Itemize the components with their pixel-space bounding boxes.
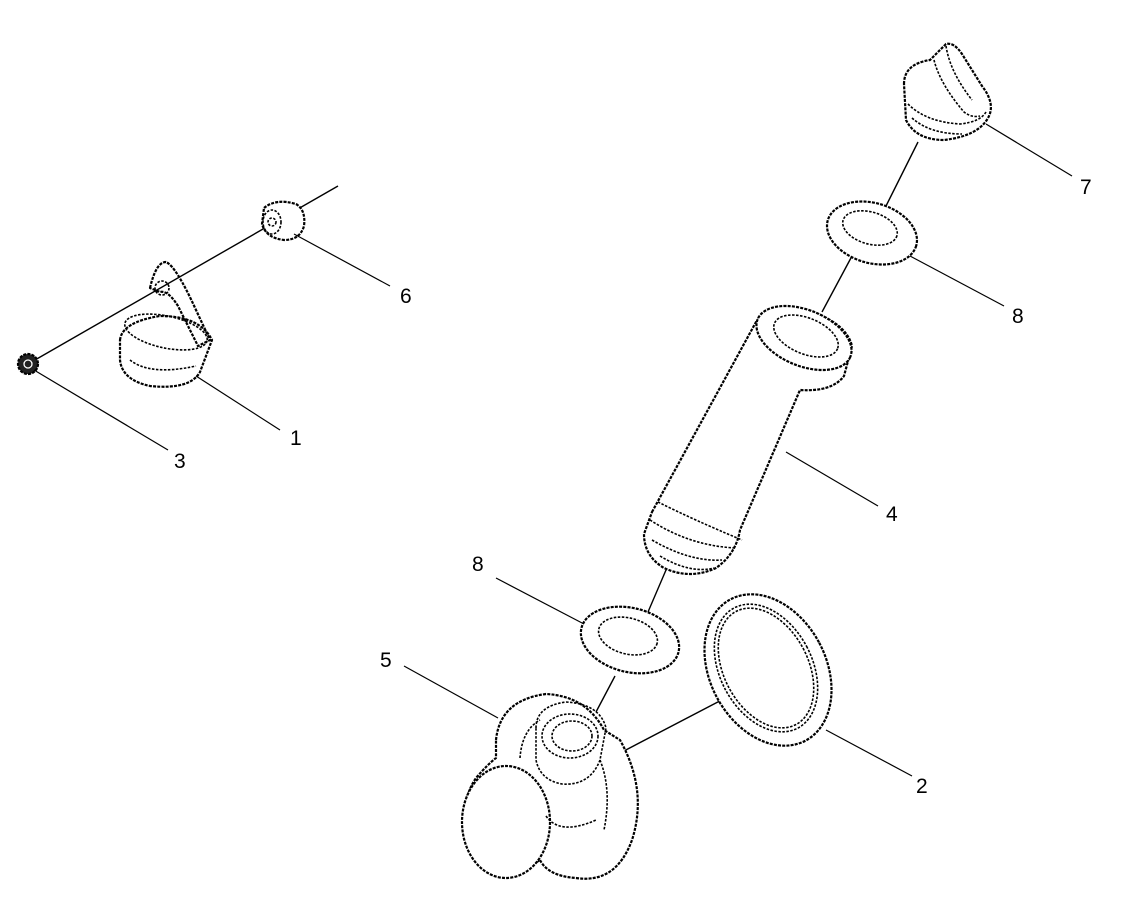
callout-5: 5 (380, 649, 392, 672)
leader-4 (785, 451, 879, 507)
part-2-gasket (703, 593, 833, 747)
part-3-nut (16, 352, 40, 376)
callout-7: 7 (1080, 176, 1092, 199)
callout-6: 6 (400, 285, 412, 308)
leader-3 (33, 369, 169, 451)
leader-8-upper (909, 255, 1005, 307)
axis-upper-right (883, 141, 919, 211)
axis-upper-right-2 (821, 255, 853, 313)
callout-1: 1 (290, 427, 302, 450)
leader-2 (825, 729, 913, 777)
part-5-tee-body (460, 692, 639, 880)
part-8-washer-lower (579, 605, 681, 675)
callout-2: 2 (916, 775, 928, 798)
callout-4: 4 (886, 503, 898, 526)
leader-5 (403, 665, 499, 719)
part-4-pipe (642, 304, 854, 576)
leader-6 (293, 233, 391, 287)
callout-8-upper: 8 (1012, 305, 1024, 328)
part-6-bushing (260, 200, 306, 242)
callout-8-lower: 8 (472, 553, 484, 576)
leader-7 (985, 123, 1073, 177)
leader-1 (195, 375, 281, 431)
leader-8-lower (495, 577, 585, 625)
part-1-cap (118, 260, 214, 388)
axis-lower-2 (595, 675, 616, 713)
callout-3: 3 (174, 450, 186, 473)
part-8-washer-upper (825, 200, 919, 266)
part-7-handle (902, 42, 993, 142)
axis-lower (647, 569, 667, 613)
